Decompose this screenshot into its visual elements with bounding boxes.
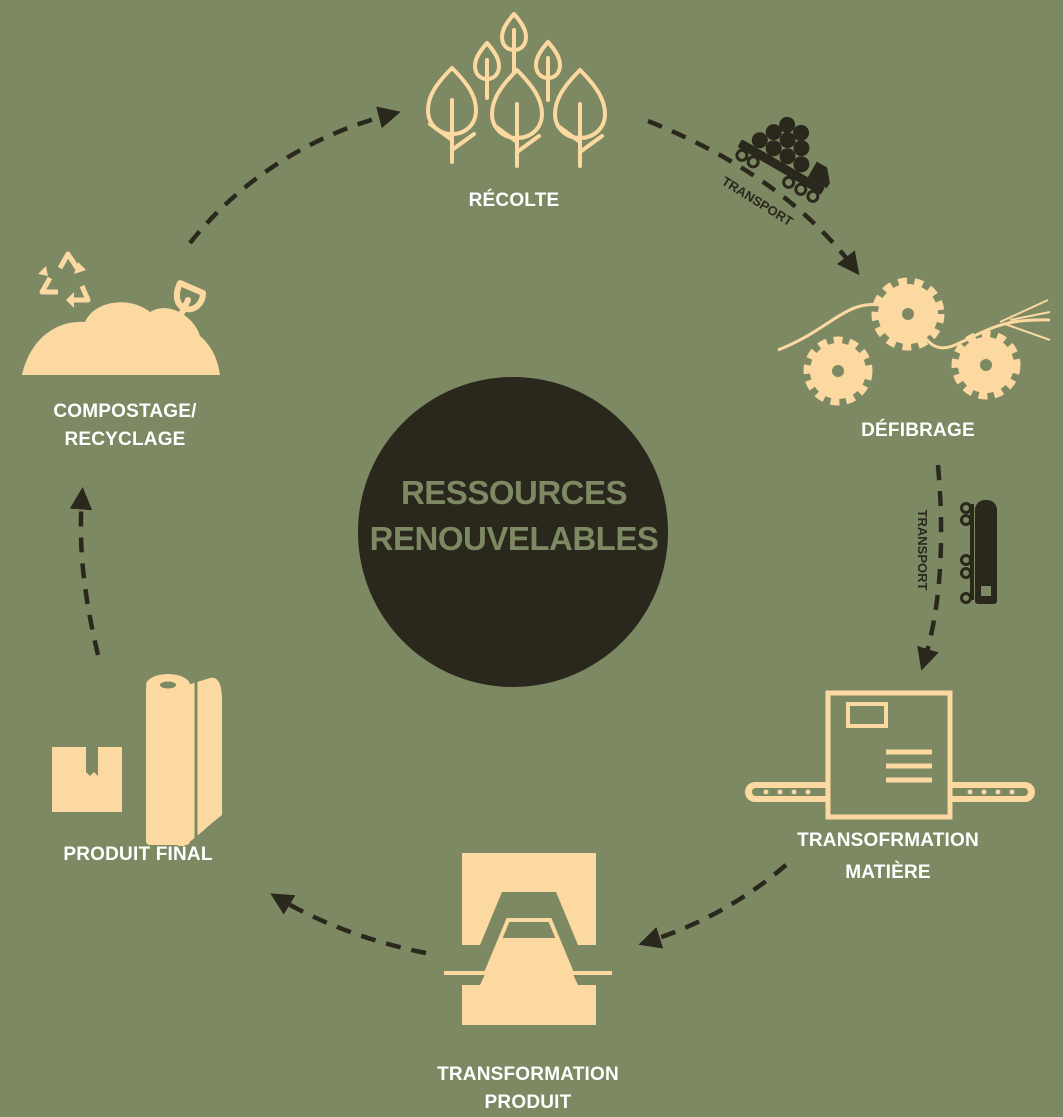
- conveyor-box-icon: [745, 690, 1035, 820]
- final-product-label-text: PRODUIT FINAL: [63, 844, 213, 865]
- arrow-final-to-composting: [69, 487, 101, 656]
- product-transformation-line2: PRODUIT: [484, 1092, 572, 1113]
- defibering-label: DÉFIBRAGE: [818, 418, 1018, 443]
- tanker-truck-icon: [960, 500, 997, 604]
- final-product-label: PRODUIT FINAL: [38, 842, 238, 867]
- center-title: RESSOURCES RENOUVELABLES: [358, 470, 670, 562]
- material-transformation-line2: MATIÈRE: [845, 862, 931, 883]
- trees-icon: [426, 12, 607, 168]
- defibering-label-text: DÉFIBRAGE: [861, 420, 975, 441]
- cycle-arrows: [69, 106, 944, 956]
- arrow-harvest-to-defibering: [647, 118, 860, 276]
- arrow-composting-to-harvest: [188, 106, 401, 245]
- mold-press-icon: [444, 853, 612, 1025]
- harvest-label-text: RÉCOLTE: [468, 190, 560, 211]
- product-transformation-label: TRANSFORMATION PRODUIT: [408, 1062, 648, 1115]
- arrow-material-to-product: [638, 863, 788, 949]
- center-title-line1: RESSOURCES: [400, 474, 628, 511]
- arrow-defibering-to-material: [917, 464, 944, 671]
- center-title-line2: RENOUVELABLES: [369, 520, 659, 557]
- harvest-label: RÉCOLTE: [414, 188, 614, 213]
- product-transformation-line1: TRANSFORMATION: [437, 1064, 619, 1085]
- arrow-product-to-final: [270, 893, 427, 956]
- center-hub: [358, 377, 668, 687]
- material-transformation-line1: TRANSOFRMATION: [797, 830, 979, 851]
- gears-icon: [777, 277, 1051, 406]
- composting-line2: RECYCLAGE: [64, 429, 186, 450]
- composting-line1: COMPOSTAGE/: [53, 401, 197, 422]
- transport-label-tanker-truck: TRANSPORT: [915, 510, 930, 591]
- box-and-roll-icon: [52, 674, 222, 846]
- log-truck-icon: [735, 116, 830, 203]
- compost-recycle-icon: [22, 251, 220, 375]
- composting-label: COMPOSTAGE/ RECYCLAGE: [15, 399, 235, 452]
- material-transformation-label: TRANSOFRMATION MATIÈRE: [768, 828, 1008, 885]
